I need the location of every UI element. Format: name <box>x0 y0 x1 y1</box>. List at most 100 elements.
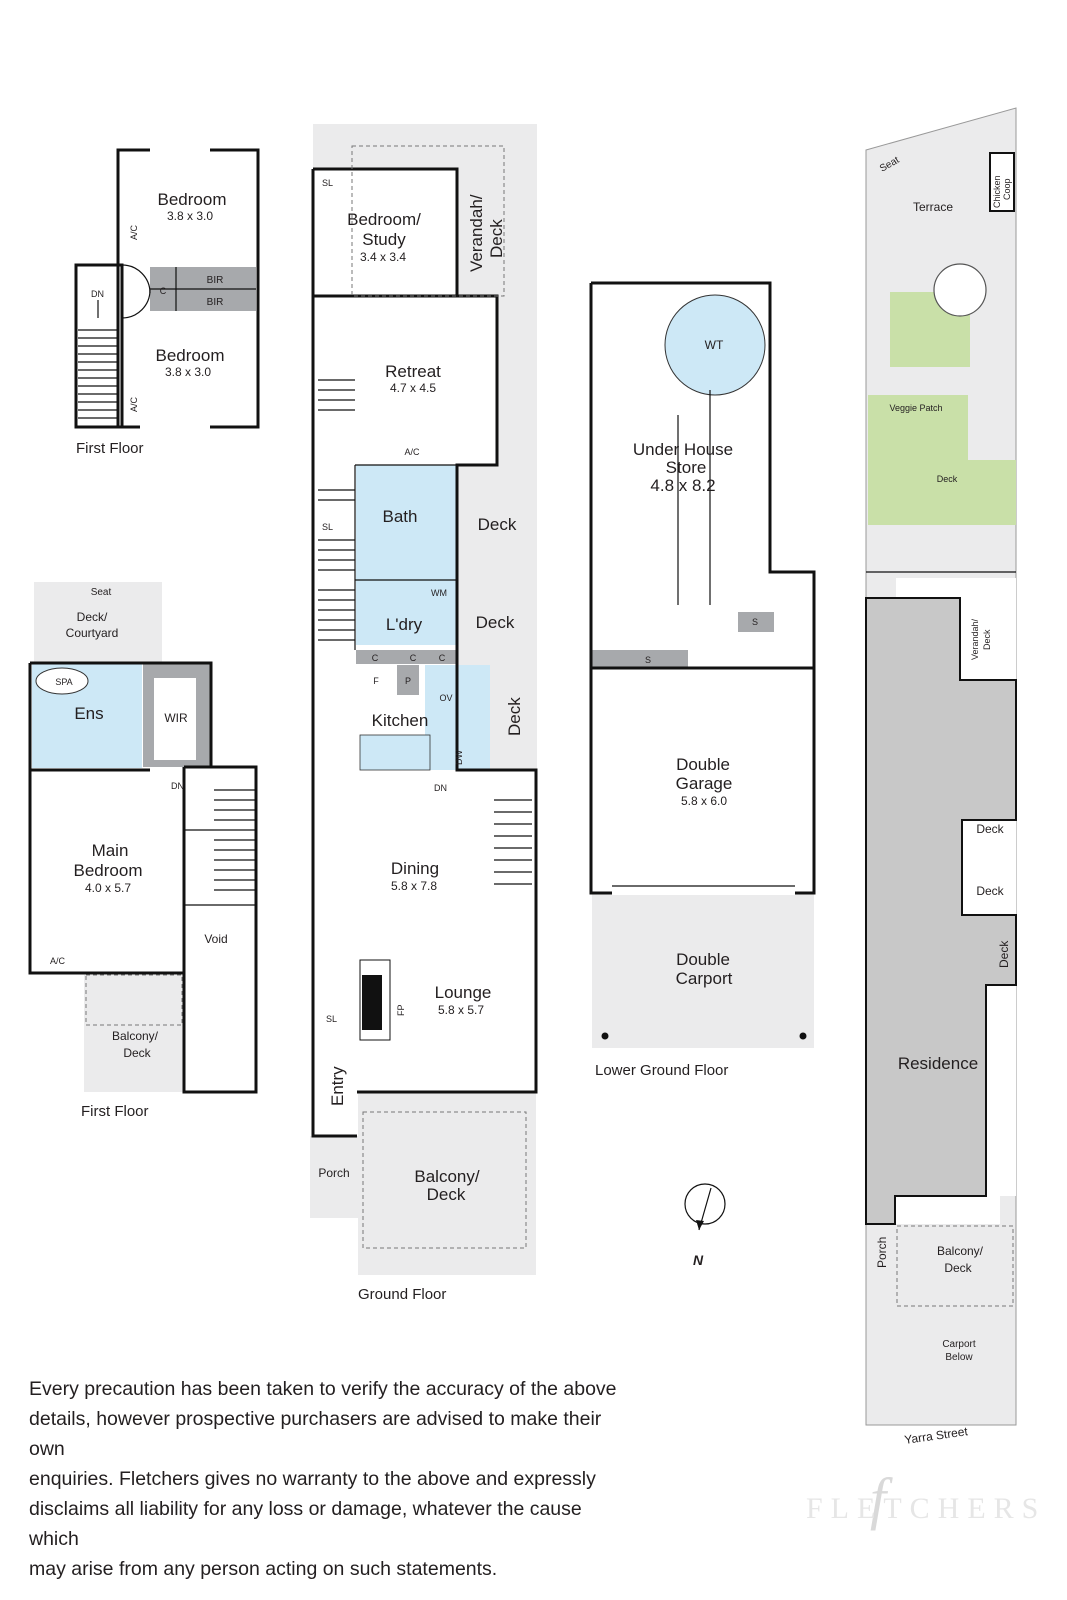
residence-label: Residence <box>898 1054 978 1073</box>
seat-label: Seat <box>91 587 112 598</box>
verandah-label-2: Deck <box>982 629 992 650</box>
deck-label-small: Deck <box>937 474 958 484</box>
bedroom-2-dim: 3.8 x 3.0 <box>165 365 211 379</box>
deck-label-2: Deck <box>476 613 515 632</box>
laundry-label: L'dry <box>386 615 423 634</box>
cupboard-label-2: C <box>410 653 417 663</box>
first-floor-bottom-caption: First Floor <box>81 1103 149 1120</box>
lounge-label: Lounge <box>435 983 492 1002</box>
veggie-patch-label: Veggie Patch <box>889 403 942 413</box>
balcony-label-1: Balcony/ <box>112 1029 159 1043</box>
ensuite-label: Ens <box>74 704 103 723</box>
brand-logo: FLETCHERS <box>806 1492 1047 1525</box>
water-tank-label: WT <box>705 338 724 352</box>
lounge-dim: 5.8 x 5.7 <box>438 1003 484 1017</box>
bedroom-2-label: Bedroom <box>156 346 225 365</box>
ground-floor-plan: SL Bedroom/ Study 3.4 x 3.4 Verandah/ De… <box>310 124 538 1303</box>
balcony-label-2: Deck <box>123 1046 151 1060</box>
carport-below-label-1: Carport <box>942 1339 976 1350</box>
bath-label: Bath <box>383 507 418 526</box>
cupboard-label-3: C <box>439 653 446 663</box>
deck-courtyard-label-1: Deck/ <box>77 610 108 624</box>
kitchen-label: Kitchen <box>372 711 429 730</box>
retreat-dim: 4.7 x 4.5 <box>390 381 436 395</box>
down-label: DN <box>434 783 447 793</box>
fireplace-label: FP <box>396 1004 406 1016</box>
balcony-label-2: Deck <box>944 1261 972 1275</box>
disclaimer-line: disclaims all liability for any loss or … <box>29 1498 582 1550</box>
carport-below-label-2: Below <box>945 1352 973 1363</box>
wir-label: WIR <box>164 711 188 725</box>
bedroom-1-label: Bedroom <box>158 190 227 209</box>
entry-label: Entry <box>328 1066 347 1106</box>
oven-label: OV <box>439 693 452 703</box>
brand-logo-mark: f <box>870 1466 887 1531</box>
chicken-coop-label-2: Coop <box>1002 178 1012 200</box>
dishwasher-label: DW <box>454 750 464 765</box>
verandah-label-1: Verandah/ <box>970 618 980 660</box>
porch-label: Porch <box>318 1166 349 1180</box>
site-plan: Seat Chicken Coop Terrace Veggie Patch D… <box>865 107 1017 1447</box>
lower-ground-plan: WT Under House Store 4.8 x 8.2 S S Doubl… <box>589 281 816 1079</box>
sl-label-1: SL <box>322 178 333 188</box>
dining-dim: 5.8 x 7.8 <box>391 879 437 893</box>
verandah-label-2: Deck <box>487 219 506 258</box>
stairs <box>214 789 256 891</box>
dining-label: Dining <box>391 859 439 878</box>
bir-label-1: BIR <box>207 275 224 286</box>
cupboard-label: C <box>160 286 167 296</box>
disclaimer-line: may arise from any person acting on such… <box>29 1558 498 1580</box>
cupboard-label-1: C <box>372 653 379 663</box>
void-label: Void <box>204 932 227 946</box>
north-compass: N <box>684 1183 726 1268</box>
stairs <box>78 300 118 419</box>
bedroom-study-label-2: Study <box>362 230 406 249</box>
deck-label-1: Deck <box>976 822 1004 836</box>
deck-label-3: Deck <box>997 940 1011 968</box>
verandah-label-1: Verandah/ <box>467 194 486 272</box>
bedroom-study-label-1: Bedroom/ <box>347 210 421 229</box>
spa-label: SPA <box>55 677 72 687</box>
balcony-label-2: Deck <box>427 1185 466 1204</box>
carport-label-2: Carport <box>676 969 733 988</box>
first-floor-top-plan: Bedroom 3.8 x 3.0 Bedroom 3.8 x 3.0 A/C … <box>74 148 260 457</box>
disclaimer-line: Every precaution has been taken to verif… <box>29 1378 617 1400</box>
terrace-label: Terrace <box>913 200 953 214</box>
lower-ground-caption: Lower Ground Floor <box>595 1062 728 1079</box>
bedroom-1-dim: 3.8 x 3.0 <box>167 209 213 223</box>
disclaimer-line: details, however prospective purchasers … <box>29 1408 602 1460</box>
down-label: DN <box>171 781 184 791</box>
down-label: DN <box>91 289 104 299</box>
storage-label-1: S <box>645 655 651 665</box>
first-floor-top-caption: First Floor <box>76 440 144 457</box>
deck-courtyard-label-2: Courtyard <box>66 626 119 640</box>
carport-label-1: Double <box>676 950 730 969</box>
bedroom-study-dim: 3.4 x 3.4 <box>360 250 406 264</box>
disclaimer-line: enquiries. Fletchers gives no warranty t… <box>29 1468 596 1490</box>
storage-label-2: S <box>752 617 758 627</box>
main-bedroom-label-1: Main <box>92 841 129 860</box>
sl-label-3: SL <box>326 1014 337 1024</box>
street-label: Yarra Street <box>903 1424 969 1447</box>
stairs <box>318 379 532 885</box>
ac-label: A/C <box>50 956 66 966</box>
deck-label-3: Deck <box>505 697 524 736</box>
garage-label-2: Garage <box>676 774 733 793</box>
main-bedroom-label-2: Bedroom <box>74 861 143 880</box>
balcony-label-1: Balcony/ <box>414 1167 479 1186</box>
store-label-1: Under House <box>633 440 733 459</box>
deck-label-1: Deck <box>478 515 517 534</box>
store-dim: 4.8 x 8.2 <box>650 476 715 495</box>
ground-floor-caption: Ground Floor <box>358 1286 446 1303</box>
pantry-label: P <box>405 676 411 686</box>
sl-label-2: SL <box>322 522 333 532</box>
ac-label-2: A/C <box>129 396 139 412</box>
fridge-label: F <box>373 676 379 686</box>
north-label: N <box>693 1252 704 1268</box>
ac-label: A/C <box>404 447 420 457</box>
ac-label-1: A/C <box>129 224 139 240</box>
chicken-coop-label-1: Chicken <box>992 175 1002 208</box>
bir-label-2: BIR <box>207 297 224 308</box>
garage-dim: 5.8 x 6.0 <box>681 794 727 808</box>
